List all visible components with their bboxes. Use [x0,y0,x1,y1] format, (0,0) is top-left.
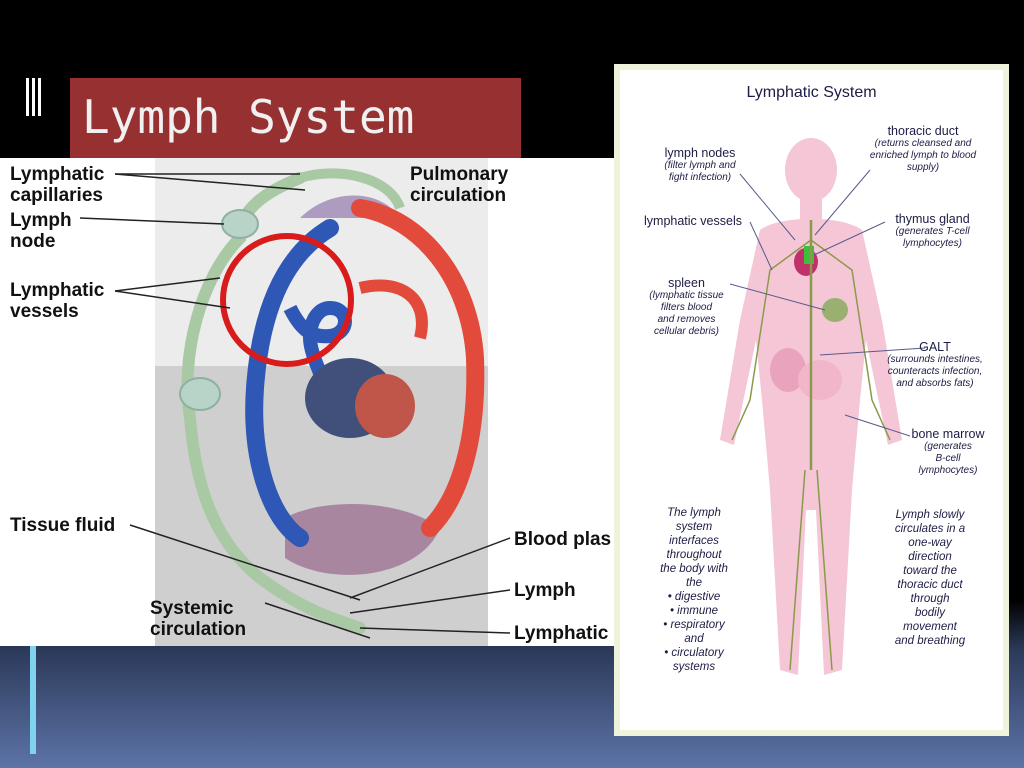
label-lymphatic-capillaries: Lymphatic capillaries [10,164,105,206]
body-figure [720,138,926,675]
circulation-diagram: Lymphatic capillaries Lymph node Lymphat… [0,158,614,646]
highlight-circle [220,233,354,367]
lymphatic-system-title: Lymphatic System [746,84,877,101]
label-systemic-circulation: Systemic circulation [150,598,247,640]
circulation-illustration [79,158,511,646]
label-lymphatic-vessels-right: lymphatic vessels [644,214,742,228]
label-blood-plasma: Blood plas [514,529,612,550]
decorative-bars [26,78,42,116]
label-spleen: spleen (lymphatic tissue filters blood a… [649,276,724,337]
slide-title: Lymph System [82,90,415,144]
label-tissue-fluid: Tissue fluid [10,515,116,536]
label-bone-marrow: bone marrow (generates B-cell lymphocyte… [911,427,985,476]
label-lymph-nodes: lymph nodes (filter lymph and fight infe… [664,146,736,183]
label-pulmonary-circulation: Pulmonary circulation [410,164,509,206]
label-lymphatic-vessels: Lymphatic vessels [10,280,105,322]
note-lymph-circulation: Lymph slowly circulates in a one-way dir… [894,509,966,647]
label-thoracic-duct: thoracic duct (returns cleansed and enri… [869,124,977,173]
label-lymphatic: Lymphatic [514,623,609,644]
label-lymph: Lymph [514,580,576,601]
lymphatic-system-diagram: Lymphatic System [614,64,1009,736]
title-band: Lymph System [70,78,521,158]
label-galt: GALT (surrounds intestines, counteracts … [887,340,983,389]
accent-line [30,646,36,754]
label-thymus-gland: thymus gland (generates T-cell lymphocyt… [895,212,970,249]
label-lymph-node: Lymph node [10,210,72,252]
note-lymph-interfaces: The lymph system interfaces throughout t… [660,507,728,673]
